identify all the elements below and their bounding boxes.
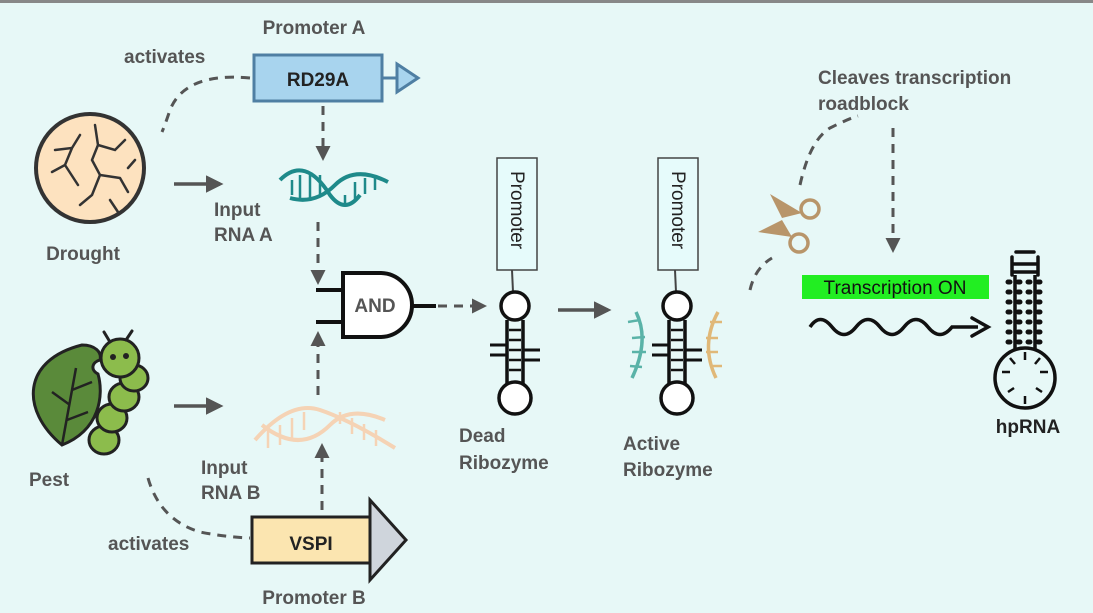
cleave-line2: roadblock	[818, 94, 909, 115]
activates-connector-b	[146, 477, 251, 540]
transcript-wave	[808, 316, 992, 338]
active-ribozyme-line2: Ribozyme	[623, 460, 713, 481]
promoter-b-box: VSPI	[250, 496, 409, 584]
hprna-label: hpRNA	[996, 417, 1061, 438]
dead-ribozyme-icon: Promoter	[490, 157, 540, 416]
and-gate-label: AND	[354, 296, 395, 317]
active-ribozyme-icon: Promoter	[627, 157, 722, 416]
input-rna-a-icon	[278, 168, 389, 207]
active-ribozyme-line1: Active	[623, 434, 680, 455]
input-b-line2: RNA B	[201, 483, 260, 504]
activates-label-a: activates	[124, 47, 205, 68]
transcription-on-label: Transcription ON	[824, 278, 967, 299]
dead-ribozyme-promoter: Promoter	[506, 171, 527, 250]
pest-label: Pest	[29, 470, 70, 491]
scissors-to-label-connector	[798, 114, 859, 186]
transcription-on-badge	[802, 275, 989, 299]
drought-icon	[34, 112, 146, 224]
top-border	[0, 0, 1093, 3]
leaf-icon	[31, 343, 102, 447]
promoter-a-title: Promoter A	[263, 18, 366, 39]
ribozyme-to-scissors-connector	[748, 256, 773, 291]
input-rna-b-icon	[253, 406, 397, 450]
scissors-icon	[758, 194, 821, 254]
input-a-line1: Input	[214, 200, 261, 221]
activates-connector-a	[160, 75, 251, 133]
promoter-b-name: VSPI	[289, 534, 332, 555]
dead-ribozyme-line1: Dead	[459, 426, 505, 447]
input-b-line1: Input	[201, 458, 248, 479]
dead-ribozyme-line2: Ribozyme	[459, 453, 549, 474]
hprna-icon	[993, 250, 1057, 410]
promoter-b-title: Promoter B	[262, 588, 365, 609]
promoter-a-name: RD29A	[287, 70, 350, 91]
input-a-line2: RNA A	[214, 225, 273, 246]
and-gate: AND	[316, 271, 436, 339]
activates-label-b: activates	[108, 534, 189, 555]
caterpillar-icon	[87, 329, 150, 456]
cleave-line1: Cleaves transcription	[818, 68, 1011, 89]
active-ribozyme-promoter: Promoter	[667, 171, 688, 250]
promoter-a-box: RD29A	[252, 53, 421, 103]
drought-label: Drought	[46, 244, 121, 265]
